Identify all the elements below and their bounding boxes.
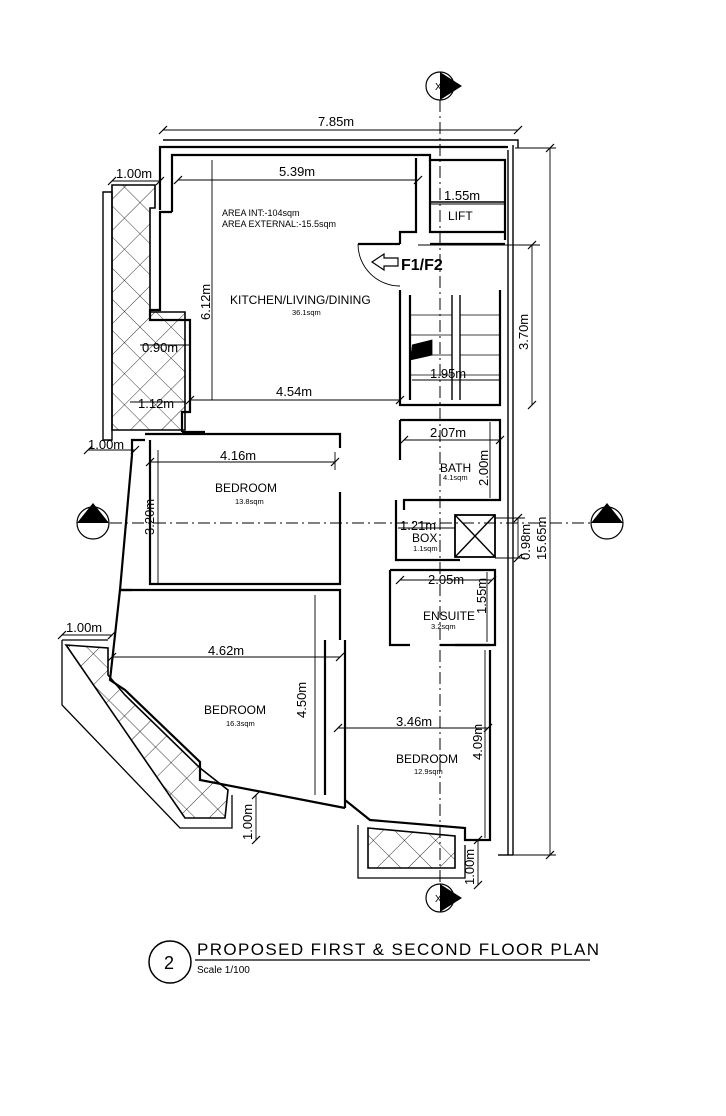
site-boundary (163, 139, 519, 856)
dim-balcony-top-a: 1.00m (116, 166, 152, 181)
dim-balcony-bottom-e: 1.00m (462, 849, 477, 885)
dim-bed3-width: 3.46m (396, 714, 432, 729)
section-marker-x-top: X (425, 71, 462, 101)
room-bed2-name: BEDROOM (204, 703, 266, 717)
section-marker-y-left-label: Y (88, 512, 95, 523)
note-area-ext: AREA EXTERNAL:-15.5sqm (222, 219, 336, 229)
dim-ensuite-width: 2.05m (428, 572, 464, 587)
dim-kitchen-width: 5.39m (279, 164, 315, 179)
drawing-scale: Scale 1/100 (197, 965, 250, 976)
dim-bath-width: 2.07m (430, 425, 466, 440)
dim-bath-depth: 2.00m (476, 450, 491, 486)
drawing-title: PROPOSED FIRST & SECOND FLOOR PLAN (197, 940, 600, 959)
building-walls (108, 145, 508, 842)
dim-stair-width: 1.95m (430, 366, 466, 381)
dim-bed2-width: 4.62m (208, 643, 244, 658)
dim-ensuite-depth: 1.55m (474, 578, 489, 614)
balcony-lower-left (61, 639, 233, 829)
dim-bed1-depth: 3.20m (142, 499, 157, 535)
dim-duct-depth: 0.98m (518, 524, 533, 560)
dim-overall-depth: 15.65m (534, 517, 549, 560)
section-marker-x-bottom-label: X (435, 894, 442, 905)
room-box-area: 1.1sqm (413, 544, 438, 553)
section-marker-x-bottom: X (425, 883, 462, 913)
room-bed3-name: BEDROOM (396, 752, 458, 766)
entrance-door (357, 242, 401, 287)
room-bed2-area: 16.3sqm (226, 719, 255, 728)
floor-marker-label: F1/F2 (401, 257, 443, 274)
room-bed1-name: BEDROOM (215, 481, 277, 495)
dim-bed1-width: 4.16m (220, 448, 256, 463)
room-bed3-area: 12.9sqm (414, 767, 443, 776)
drawing-number-circle (148, 940, 192, 984)
room-bath-area: 4.1sqm (443, 473, 468, 482)
room-ensuite-area: 3.2sqm (431, 622, 456, 631)
dim-lift-width: 1.55m (444, 188, 480, 203)
dim-box-width: 1.21m (400, 518, 436, 533)
dim-balcony-width-b: 1.12m (138, 396, 174, 411)
room-ensuite-name: ENSUITE (423, 609, 475, 623)
staircase (409, 295, 500, 400)
dim-balcony-left-c: 1.00m (66, 620, 102, 635)
dim-balcony-depth-a: 0.90m (142, 340, 178, 355)
entrance-arrow-icon (370, 252, 399, 272)
section-marker-y-left: Y (76, 503, 110, 540)
dimension-lines (57, 125, 556, 890)
dim-overall-width: 7.85m (318, 114, 354, 129)
dim-stair-depth: 3.70m (516, 314, 531, 350)
balcony-bottom (357, 825, 466, 879)
section-marker-y-right-label: Y (602, 512, 609, 523)
room-bath-name: BATH (440, 461, 471, 475)
room-kitchen-name: KITCHEN/LIVING/DINING (230, 293, 371, 307)
room-lift-name: LIFT (448, 209, 473, 223)
dim-bed3-depth: 4.09m (470, 724, 485, 760)
dim-balcony-bottom-d: 1.00m (240, 804, 255, 840)
section-marker-x-top-label: X (435, 82, 442, 93)
section-marker-y-right: Y (590, 503, 624, 540)
dim-kitchen-lower-width: 4.54m (276, 384, 312, 399)
note-area-int: AREA INT:-104sqm (222, 208, 300, 218)
title-block: 2 PROPOSED FIRST & SECOND FLOOR PLAN Sca… (148, 940, 600, 984)
dim-balcony-top-b: 1.00m (88, 437, 124, 452)
drawing-number: 2 (164, 953, 174, 973)
room-box-name: BOX (412, 531, 437, 545)
room-kitchen-area: 36.1sqm (292, 308, 321, 317)
dim-kitchen-depth: 6.12m (198, 284, 213, 320)
room-bed1-area: 13.8sqm (235, 497, 264, 506)
dim-bed2-depth: 4.50m (294, 682, 309, 718)
